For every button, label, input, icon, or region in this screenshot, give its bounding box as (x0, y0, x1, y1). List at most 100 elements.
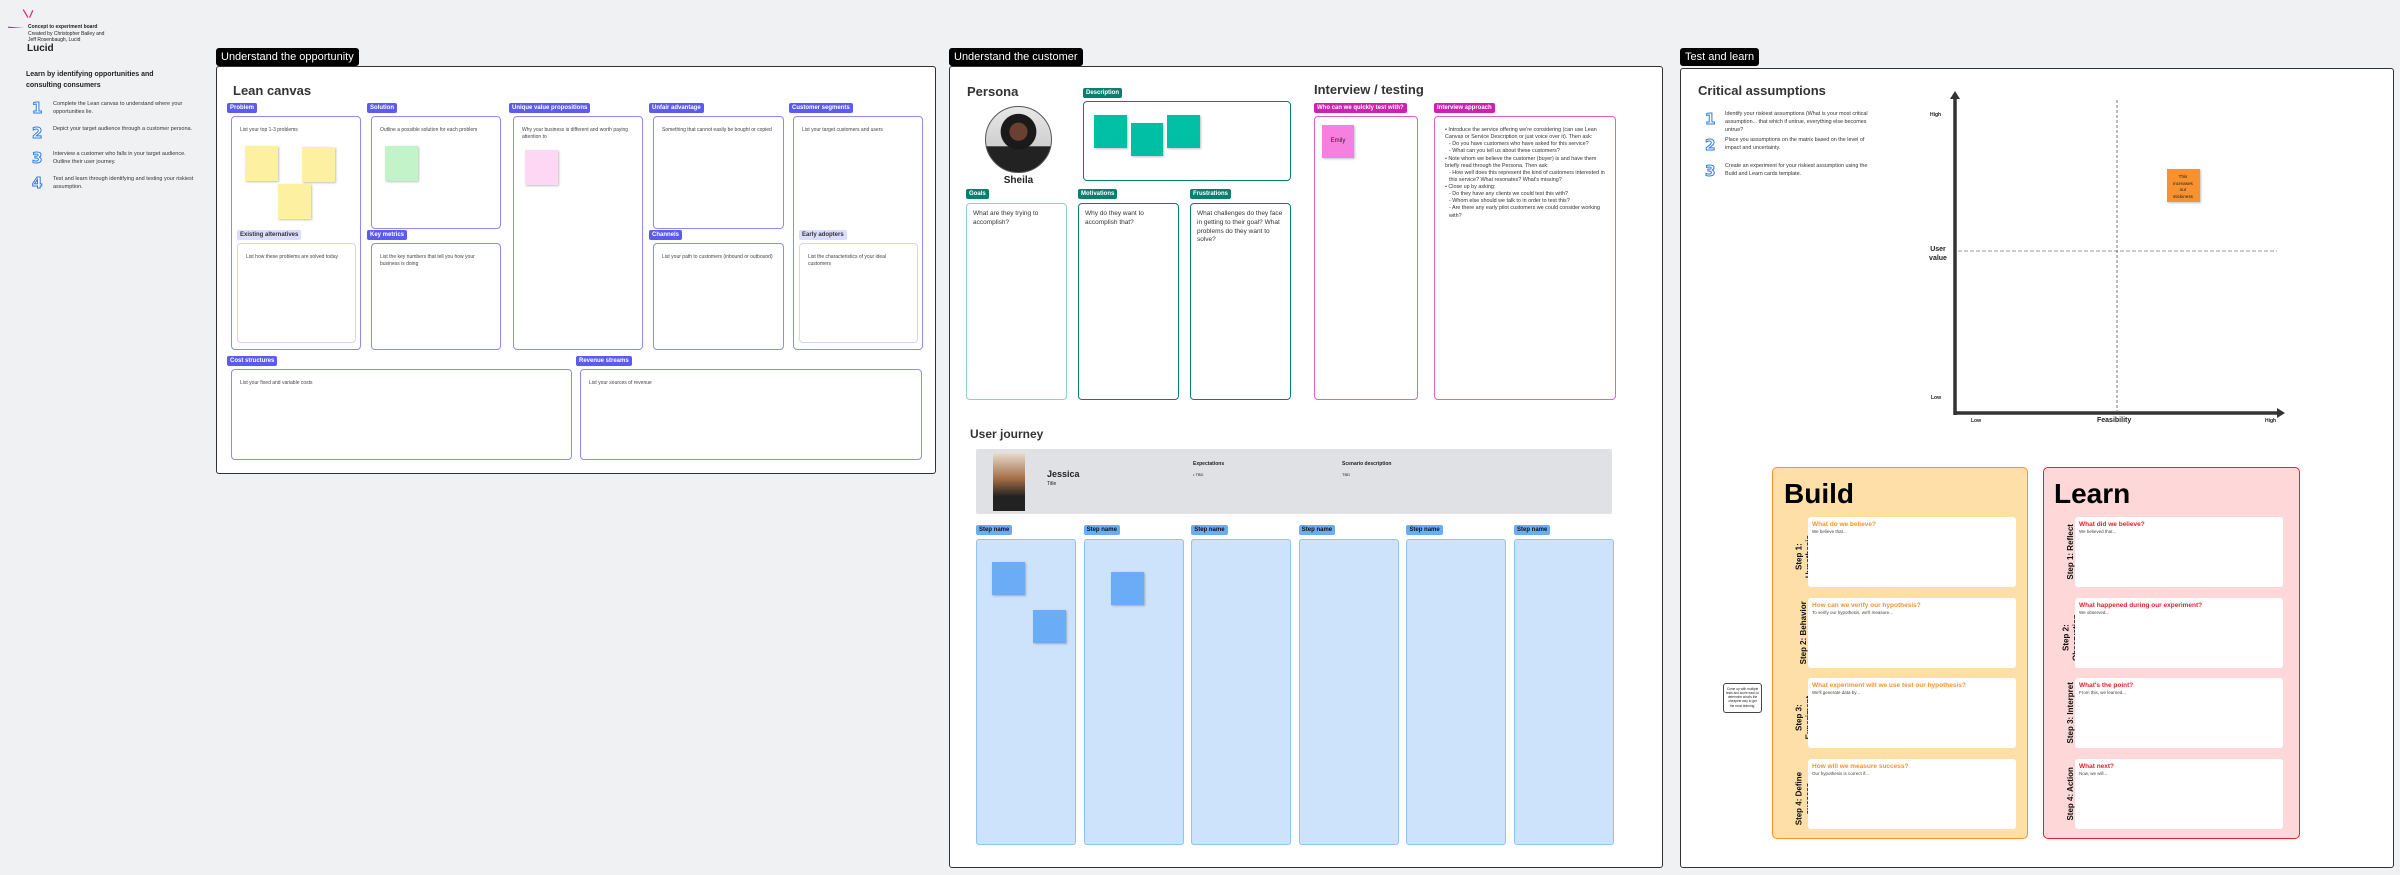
step-name-label[interactable]: Step name (1514, 525, 1551, 535)
frame-label-test[interactable]: Test and learn (1680, 48, 1760, 66)
frustrations-text: What challenges do they face in getting … (1197, 210, 1283, 244)
intro-step-text: Complete the Lean canvas to understand w… (53, 101, 183, 115)
learn-step-box[interactable]: What's the point?From this, we learned..… (2075, 678, 2283, 748)
approach-line: - Are there any early pilot customers we… (1449, 205, 1601, 219)
intro-step-text: Interview a customer who falls in your t… (53, 151, 186, 165)
frame-label-customer[interactable]: Understand the customer (949, 48, 1083, 66)
approach-box[interactable]: • Introduce the service offering we're c… (1434, 116, 1616, 400)
journey-name: Jessica (1047, 469, 1080, 479)
sticky-note[interactable] (1131, 123, 1163, 156)
persona-title: Persona (967, 84, 1019, 99)
metrics-box[interactable]: List the key numbers that tell you how y… (371, 243, 501, 350)
build-step-box[interactable]: How can we verify our hypothesis?To veri… (1808, 597, 2016, 668)
lucid-logo: Lucid (27, 43, 54, 54)
goals-box[interactable]: What are they trying to accomplish? (966, 203, 1067, 400)
x-label: Feasibility (2097, 417, 2132, 424)
x-axis-arrow (2277, 408, 2285, 418)
uvp-hint: Why your business is different and worth… (522, 127, 629, 140)
sticky-emily[interactable]: Emily (1322, 125, 1354, 158)
costs-box[interactable]: List your fixed and variable costs (231, 369, 572, 460)
costs-label: Cost structures (227, 356, 278, 366)
learn-step-box[interactable]: What next?Now, we will... (2075, 758, 2283, 829)
journey-banner (976, 449, 1612, 514)
journey-role: Title (1047, 481, 1057, 487)
sticky-note[interactable] (302, 147, 335, 182)
step-number-icon: 3 (1704, 162, 1716, 181)
sticky-note[interactable] (1094, 115, 1127, 148)
step-name-label[interactable]: Step name (1083, 525, 1120, 535)
motivations-box[interactable]: Why do they want to accomplish that? (1078, 203, 1179, 400)
learn-prompt: We observed... (2079, 609, 2110, 615)
build-question: What experiment will we use test our hyp… (1812, 682, 1966, 689)
build-prompt: Our hypothesis is correct if... (1812, 770, 1870, 776)
x-high: High (2265, 418, 2277, 424)
learn-question: What's the point? (2079, 682, 2134, 689)
step-name-label[interactable]: Step name (1191, 525, 1228, 535)
goals-text: What are they trying to accomplish? (973, 210, 1039, 226)
step-name-label[interactable]: Step name (976, 525, 1013, 535)
build-step-box[interactable]: How will we measure success?Our hypothes… (1808, 758, 2016, 829)
frustrations-label: Frustrations (1190, 189, 1232, 199)
existing-box[interactable]: List how these problems are solved today (237, 243, 356, 343)
approach-line: - What can you tell us about these custo… (1449, 148, 1560, 155)
learn-prompt: From this, we learned... (2079, 690, 2127, 695)
unfair-box[interactable]: Something that cannot easily be bought o… (653, 116, 784, 229)
sticky-note[interactable] (992, 562, 1025, 595)
learn-step-box[interactable]: What happened during our experiment?We o… (2075, 597, 2283, 668)
journey-step-column[interactable] (1298, 539, 1399, 845)
step-number-icon: 1 (1704, 110, 1716, 129)
step-name-label[interactable]: Step name (1406, 525, 1443, 535)
intro-step-text: Test and learn through identifying and t… (53, 176, 194, 190)
approach-line: • Close up by asking: (1445, 184, 1496, 190)
learn-question: What happened during our experiment? (2079, 601, 2203, 609)
unfair-hint: Something that cannot easily be bought o… (662, 127, 772, 133)
problem-label: Problem (227, 103, 258, 113)
build-prompt: To verify our hypothesis, we'll measure.… (1812, 609, 1893, 615)
build-step-box[interactable]: What experiment will we use test our hyp… (1808, 678, 2016, 748)
frame-label-opportunity[interactable]: Understand the opportunity (216, 48, 359, 66)
frustrations-box[interactable]: What challenges do they face in getting … (1190, 203, 1291, 400)
sticky-note[interactable] (525, 150, 558, 185)
sticky-note[interactable] (1167, 115, 1200, 148)
revenue-box[interactable]: List your sources of revenue (580, 369, 922, 460)
journey-title: User journey (970, 427, 1044, 441)
journey-step-column[interactable] (1191, 539, 1292, 845)
revenue-hint: List your sources of revenue (589, 380, 652, 386)
solution-hint: Outline a possible solution for each pro… (380, 127, 478, 133)
credits: Created by Christopher Bailey and (28, 30, 105, 37)
callout: Come up with multiple tests and score ea… (1723, 683, 1762, 713)
y-low: Low (1931, 395, 1941, 401)
build-step-box[interactable]: What do we believe?We believe that... (1808, 517, 2016, 587)
approach-line: - Do you have customers who have asked f… (1449, 141, 1589, 148)
sticky-note[interactable] (245, 146, 278, 181)
assumption-sticky[interactable]: This increases our stickiness (2166, 169, 2200, 203)
sticky-note[interactable] (1111, 572, 1144, 605)
step-name-label[interactable]: Step name (1298, 525, 1336, 535)
journey-step-column[interactable] (1406, 539, 1507, 845)
interview-title: Interview / testing (1314, 82, 1424, 97)
board-title: Concept to experiment board (28, 24, 98, 30)
adopters-hint: List the characteristics of your ideal c… (808, 254, 887, 267)
sticky-text: Emily (1330, 138, 1346, 144)
journey-step-column[interactable] (976, 539, 1076, 845)
who-box[interactable] (1314, 116, 1418, 400)
existing-label: Existing alternatives (237, 230, 302, 240)
learn-step-box[interactable]: What did we believe?We believed that... (2075, 517, 2283, 587)
sticky-note[interactable] (1033, 610, 1066, 643)
sticky-text: This increases our stickiness (2173, 174, 2193, 199)
expectations-label: Expectations (1193, 461, 1225, 467)
channels-label: Channels (649, 230, 683, 240)
sticky-note[interactable] (385, 146, 418, 181)
channels-hint: List your path to customers (inbound or … (662, 254, 773, 260)
critical-title: Critical assumptions (1698, 83, 1826, 98)
description-label: Description (1083, 88, 1123, 98)
credits: Jeff Rosenbaugh, Lucid (28, 37, 81, 43)
adopters-box[interactable]: List the characteristics of your ideal c… (799, 243, 918, 343)
persona-name: Sheila (1003, 175, 1034, 186)
sticky-note[interactable] (278, 184, 311, 219)
y-axis-arrow (1950, 91, 1960, 99)
channels-box[interactable]: List your path to customers (inbound or … (653, 243, 784, 350)
persona-avatar (985, 106, 1052, 173)
journey-step-column[interactable] (1514, 539, 1614, 845)
metrics-hint: List the key numbers that tell you how y… (380, 254, 475, 267)
